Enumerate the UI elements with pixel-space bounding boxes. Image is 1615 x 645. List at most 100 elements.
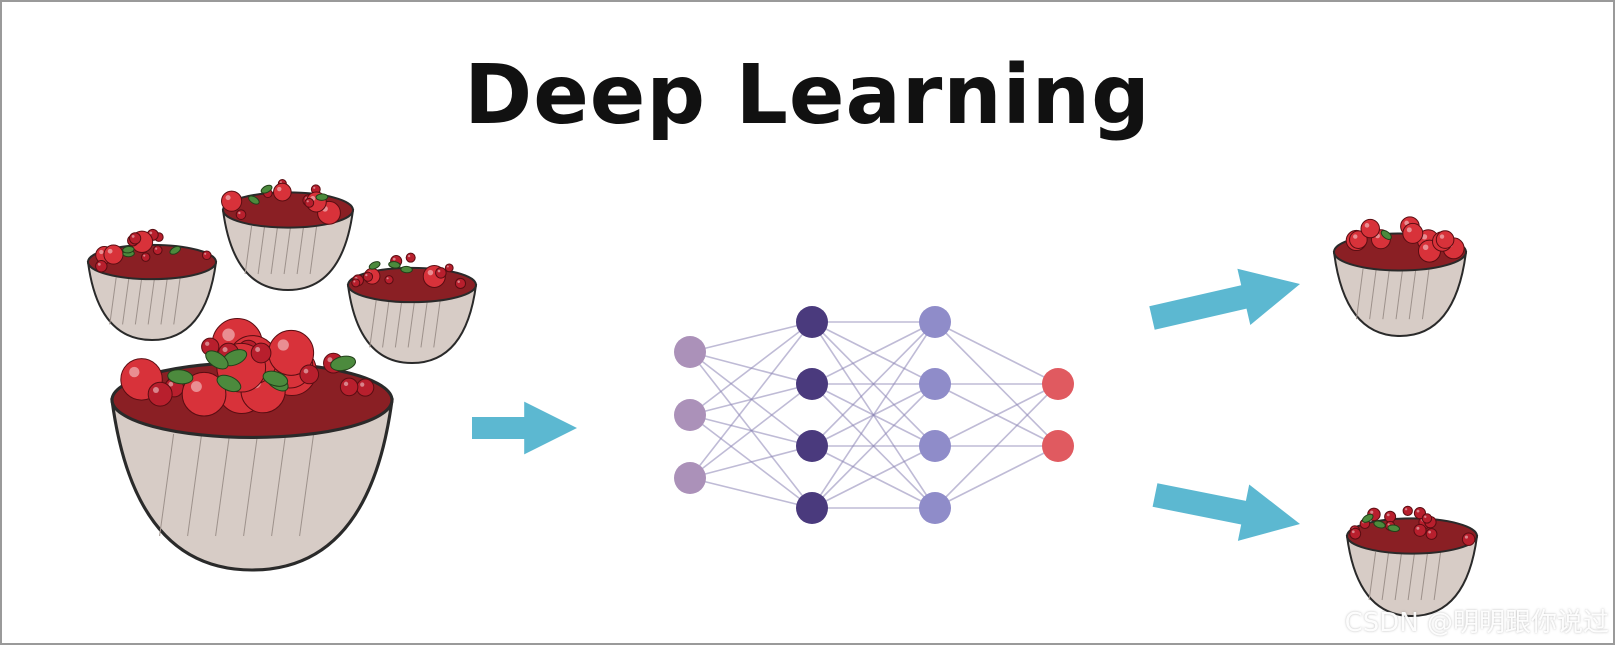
- fruit-highlight: [408, 255, 410, 257]
- tomato: [300, 365, 319, 384]
- fruit-highlight: [428, 270, 434, 276]
- small-mixed-bowl-icon: [88, 229, 216, 340]
- fruit-highlight: [387, 277, 389, 279]
- fruit-highlight: [1407, 227, 1412, 232]
- output-node: [1042, 368, 1074, 400]
- fruit-highlight: [1370, 511, 1373, 514]
- hidden-node: [919, 368, 951, 400]
- fruit-highlight: [238, 212, 240, 214]
- fruit-highlight: [1428, 531, 1431, 534]
- fruit-highlight: [457, 280, 460, 283]
- fruit-highlight: [304, 369, 309, 374]
- tomato: [142, 253, 150, 261]
- fruit-highlight: [99, 250, 103, 254]
- fruit-highlight: [1405, 508, 1407, 510]
- input-node: [674, 336, 706, 368]
- arrow-down-right-icon: [1153, 483, 1300, 541]
- hidden-node: [796, 306, 828, 338]
- fruit-highlight: [447, 266, 449, 268]
- fruit-highlight: [226, 195, 231, 200]
- tomato: [251, 343, 271, 363]
- hidden-node: [919, 430, 951, 462]
- small-mixed-bowl-icon: [348, 253, 476, 363]
- tomato: [406, 253, 415, 262]
- output-node: [1042, 430, 1074, 462]
- tomato: [274, 183, 292, 201]
- fruit-highlight: [108, 249, 113, 254]
- tomato: [445, 264, 453, 272]
- hidden-node: [796, 430, 828, 462]
- watermark: CSDN @明明跟你说过: [1345, 602, 1609, 639]
- hidden-node: [796, 492, 828, 524]
- tomato: [352, 279, 360, 287]
- arrow-right-icon: [472, 402, 577, 455]
- fruit-highlight: [255, 347, 260, 352]
- fruit-highlight: [360, 382, 364, 386]
- cherry: [1414, 524, 1426, 536]
- fruit-highlight: [155, 248, 157, 250]
- fruit-highlight: [1365, 223, 1370, 228]
- network-edge: [935, 322, 1058, 384]
- tomato: [357, 379, 374, 396]
- tomato: [153, 246, 162, 255]
- fruit-highlight: [393, 258, 396, 261]
- tomato: [363, 272, 372, 281]
- fruit-highlight: [307, 200, 309, 202]
- arrow-shape: [1153, 483, 1300, 541]
- fruit-highlight: [313, 187, 315, 189]
- tomato: [222, 191, 242, 211]
- input-bowls: [88, 180, 476, 570]
- cherry: [1385, 511, 1396, 522]
- network-edge: [935, 446, 1058, 508]
- fruit-highlight: [344, 382, 348, 386]
- tomato: [1436, 231, 1454, 249]
- cherry: [1403, 506, 1412, 515]
- network-edges: [690, 322, 1058, 508]
- fruit-highlight: [98, 263, 101, 266]
- tomato: [236, 210, 246, 220]
- fruit-highlight: [277, 187, 281, 191]
- tomato: [340, 378, 358, 396]
- fruit-highlight: [191, 381, 202, 392]
- tomato: [148, 382, 172, 406]
- arrow-shape: [1149, 269, 1300, 330]
- tomato: [104, 245, 123, 264]
- cherry-bowl-icon: [1347, 506, 1477, 616]
- tomato: [455, 278, 465, 288]
- tomato: [1361, 219, 1379, 237]
- arrow-shape: [472, 402, 577, 455]
- fruit-highlight: [223, 347, 228, 352]
- tomato: [436, 268, 447, 279]
- tomato: [305, 198, 314, 207]
- fruit-highlight: [143, 255, 145, 257]
- fruit-highlight: [365, 274, 367, 276]
- cherry: [1422, 514, 1431, 523]
- cherry: [1426, 529, 1437, 540]
- fruit-highlight: [1423, 245, 1429, 251]
- small-mixed-bowl-icon: [222, 180, 353, 290]
- hidden-node: [919, 492, 951, 524]
- hidden-node: [796, 368, 828, 400]
- tomato: [96, 261, 107, 272]
- tomato: [129, 233, 140, 244]
- fruit-highlight: [353, 280, 355, 282]
- fruit-highlight: [132, 235, 135, 238]
- fruit-highlight: [1417, 510, 1420, 513]
- hidden-node: [919, 306, 951, 338]
- network-edge: [690, 322, 812, 478]
- tomato: [1403, 223, 1423, 243]
- input-node: [674, 462, 706, 494]
- leaf: [368, 260, 381, 271]
- fruit-highlight: [129, 367, 139, 377]
- arrow-up-right-icon: [1149, 269, 1300, 330]
- tomato: [385, 276, 393, 284]
- fruit-highlight: [1387, 514, 1390, 517]
- fruit-highlight: [205, 342, 209, 346]
- fruit-highlight: [1465, 536, 1468, 539]
- fruit-highlight: [1353, 234, 1357, 238]
- leaf: [401, 266, 413, 273]
- fruit-highlight: [438, 270, 441, 273]
- fruit-highlight: [1352, 530, 1355, 533]
- network-edge: [690, 478, 812, 508]
